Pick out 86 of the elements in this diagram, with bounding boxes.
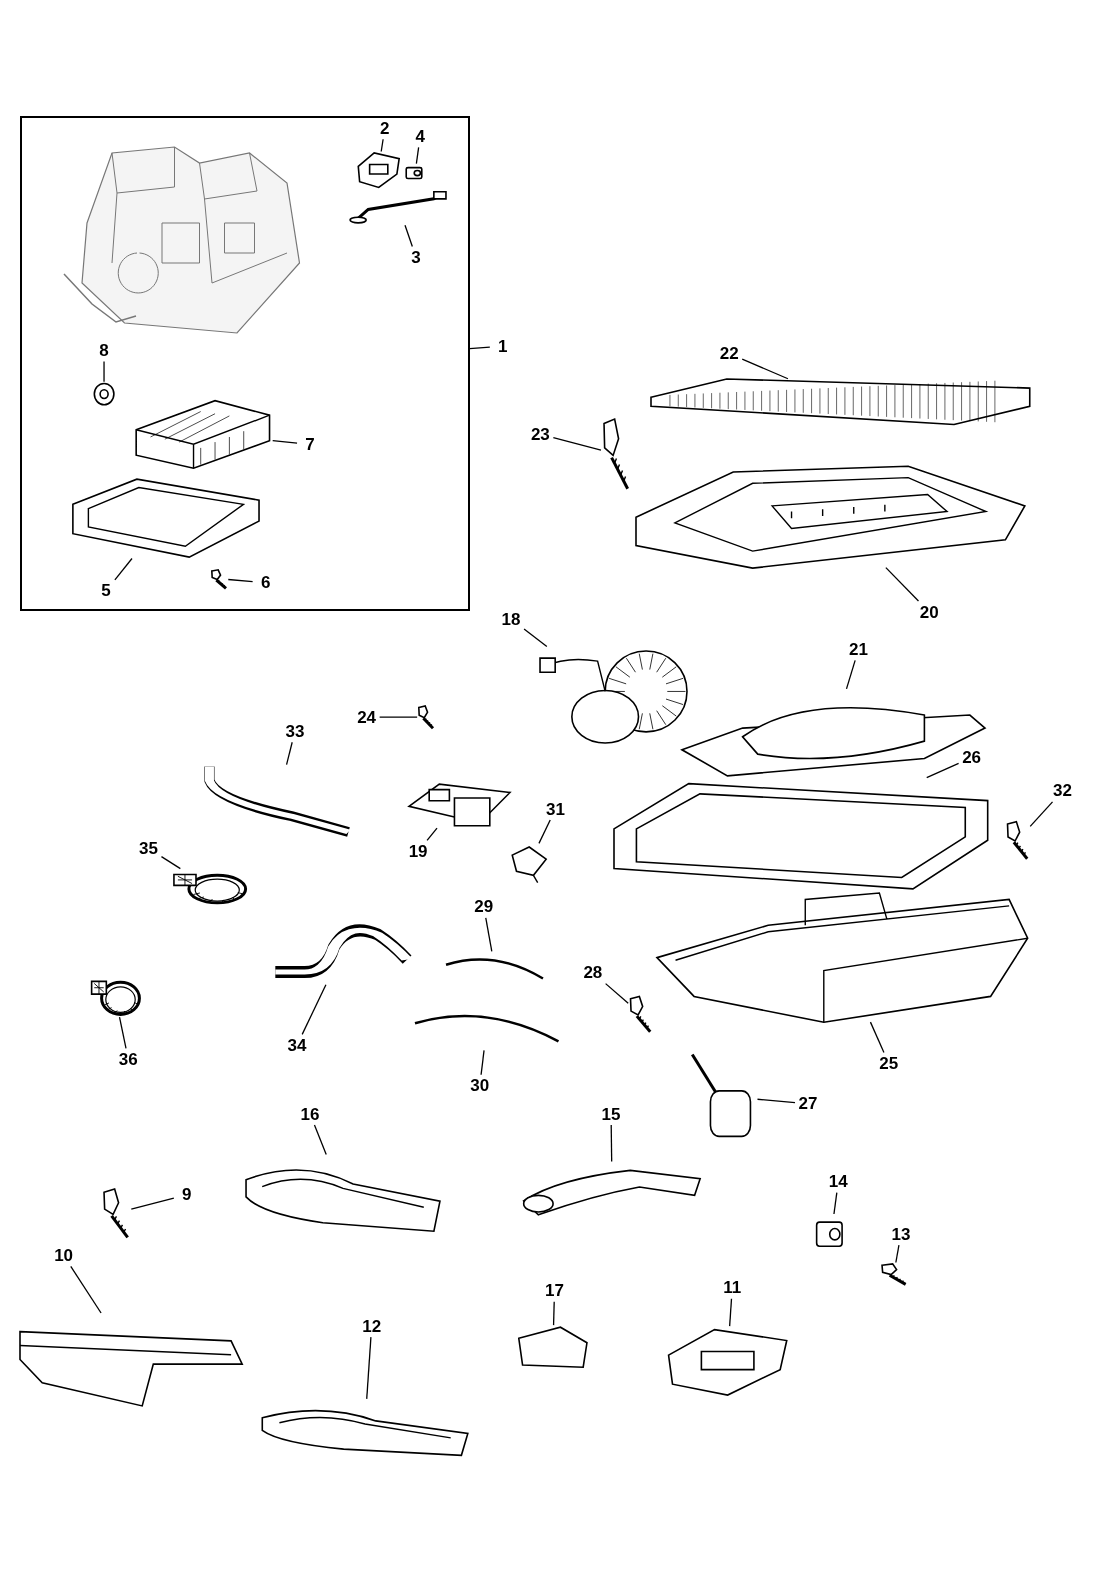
callout-number: 27: [795, 1092, 821, 1115]
bracket-drawing: [355, 151, 401, 190]
leader-line: [485, 917, 493, 953]
screw-drawing: [210, 568, 229, 589]
leader-line: [426, 827, 438, 842]
callout-number: 9: [173, 1183, 200, 1206]
callout-number: 28: [579, 961, 606, 984]
group-frame: [20, 116, 470, 612]
callout-number: 21: [845, 638, 872, 661]
screw-drawing: [101, 1186, 132, 1240]
leader-line: [538, 819, 551, 844]
callout-number: 32: [1049, 779, 1076, 802]
leader-line: [227, 578, 254, 583]
callout-number: 5: [93, 579, 120, 602]
callout-number: 19: [405, 840, 432, 863]
screw-drawing: [878, 1262, 909, 1285]
callout-number: 12: [358, 1315, 385, 1338]
leader-line: [366, 1336, 372, 1400]
callout-number: 24: [353, 706, 380, 729]
callout-number: 10: [50, 1244, 77, 1267]
leader-line: [380, 138, 384, 153]
leader-line: [523, 628, 548, 648]
callout-number: 22: [716, 342, 743, 365]
callout-number: 23: [527, 423, 554, 446]
callout-number: 26: [958, 746, 985, 769]
callout-number: 3: [403, 246, 430, 269]
leader-line: [313, 1124, 327, 1156]
screw-drawing: [1004, 820, 1031, 861]
callout-number: 7: [297, 433, 324, 456]
callout-number: 15: [598, 1103, 625, 1125]
screw-drawing: [600, 416, 632, 492]
leader-line: [103, 360, 105, 383]
callout-number: 35: [135, 837, 162, 860]
leader-line: [480, 1049, 485, 1076]
callout-number: 17: [541, 1279, 568, 1302]
callout-number: 18: [498, 608, 525, 631]
leader-line: [869, 1021, 885, 1054]
leader-line: [415, 146, 420, 165]
screw-drawing: [417, 704, 436, 730]
callout-number: 30: [466, 1074, 493, 1097]
callout-number: 25: [875, 1052, 902, 1075]
callout-number: 34: [283, 1034, 310, 1057]
callout-number: 14: [825, 1170, 852, 1193]
leader-line: [895, 1244, 900, 1264]
callout-number: 36: [115, 1048, 142, 1071]
callout-number: 8: [91, 339, 117, 362]
leader-line: [70, 1265, 102, 1314]
leader-line: [833, 1192, 838, 1215]
rod-drawing: [348, 189, 450, 226]
leader-line: [885, 566, 920, 602]
leader-line: [114, 557, 133, 581]
case-drawing: [656, 892, 1028, 1023]
callout-number: 1: [489, 335, 516, 358]
leader-line: [404, 224, 413, 248]
leader-line: [469, 346, 491, 350]
leader-line: [845, 659, 856, 690]
callout-number: 2: [371, 117, 398, 140]
leader-line: [926, 762, 960, 779]
callout-number: 16: [297, 1103, 324, 1125]
callout-number: 6: [252, 571, 279, 594]
callout-number: 33: [281, 720, 308, 743]
block-drawing: [515, 1325, 591, 1370]
callout-number: 29: [470, 895, 497, 918]
callout-number: 4: [407, 125, 434, 148]
leader-line: [118, 1016, 127, 1050]
leader-line: [1029, 801, 1054, 828]
leader-line: [160, 856, 181, 870]
leader-line: [130, 1197, 175, 1210]
leader-line: [610, 1124, 613, 1163]
callout-number: 13: [887, 1223, 914, 1246]
leader-line: [741, 358, 789, 380]
leader-line: [379, 716, 418, 718]
leader-line: [552, 1301, 555, 1326]
callout-number: 31: [542, 798, 569, 820]
leader-line: [756, 1098, 796, 1104]
grommet-drawing: [92, 381, 116, 406]
callout-number: 20: [916, 601, 943, 624]
leader-line: [604, 983, 629, 1004]
filter-drawing: [651, 378, 1031, 425]
leader-line: [272, 439, 298, 444]
leader-line: [301, 984, 327, 1035]
leader-line: [285, 741, 293, 766]
leader-line: [552, 437, 602, 451]
callout-number: 11: [719, 1276, 746, 1299]
screw-drawing: [628, 994, 654, 1034]
leader-line: [729, 1298, 733, 1327]
